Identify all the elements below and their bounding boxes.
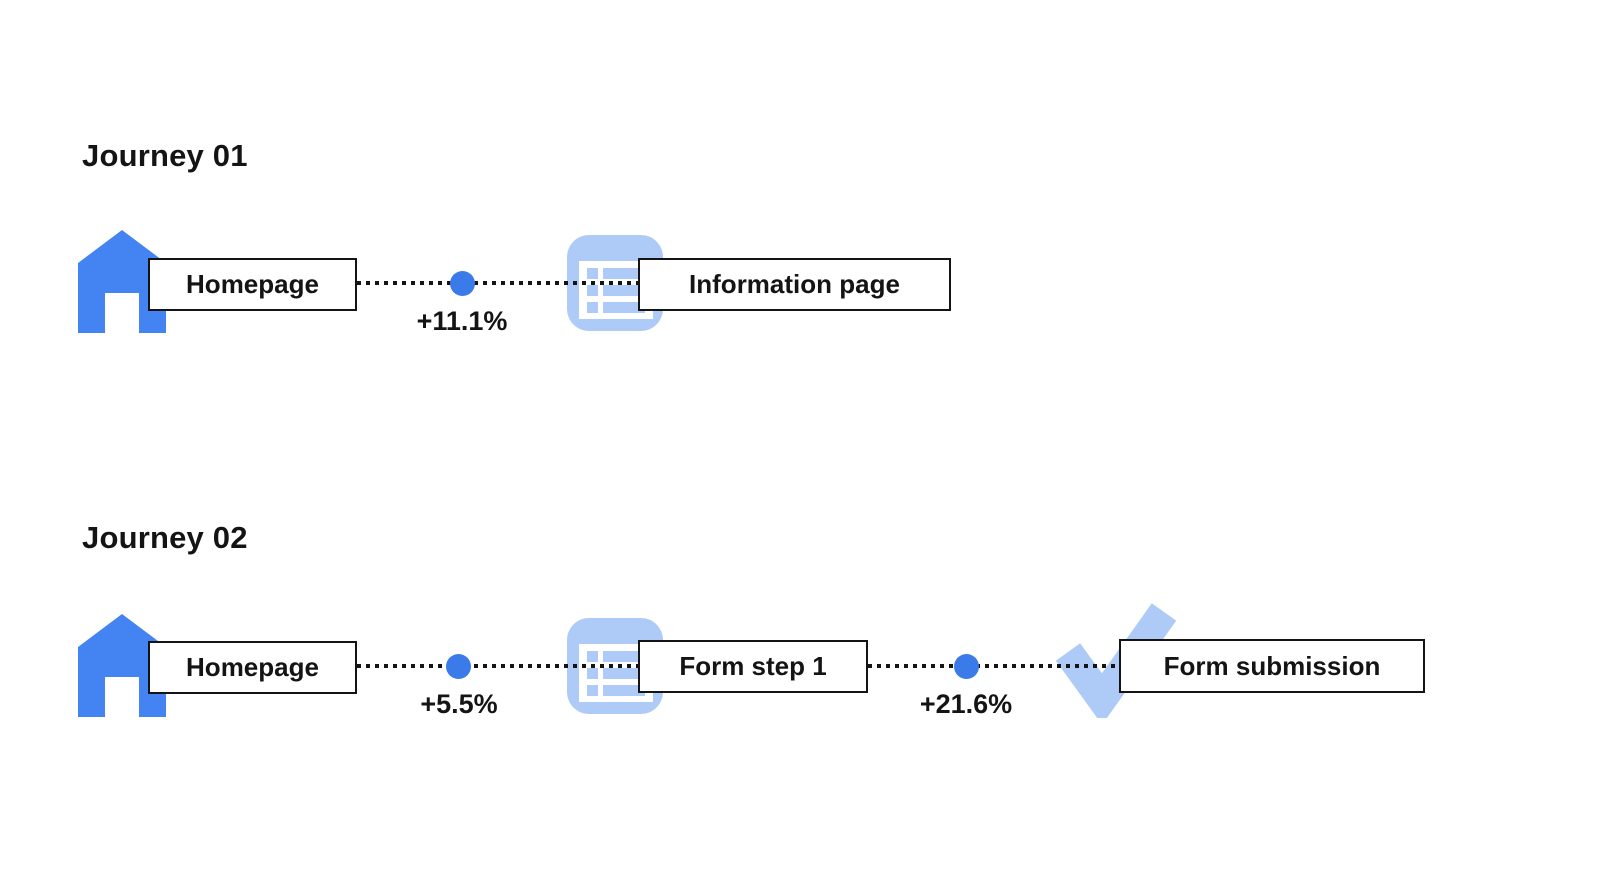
- node-box-homepage: Homepage: [148, 258, 357, 311]
- node-box-information-page: Information page: [638, 258, 951, 311]
- home-icon: [78, 614, 166, 717]
- list-row: [587, 267, 653, 279]
- node-box-form-step-1: Form step 1: [638, 640, 868, 693]
- journey-title: Journey 01: [82, 138, 248, 173]
- list-row: [587, 301, 653, 313]
- dotted-connector: [357, 281, 638, 285]
- node-label: Form step 1: [679, 651, 827, 681]
- transition-percent-label: +11.1%: [416, 306, 508, 336]
- node-box-homepage: Homepage: [148, 641, 357, 694]
- transition-percent-label: +21.6%: [919, 689, 1013, 719]
- node-box-form-submission: Form submission: [1119, 639, 1425, 693]
- list-row: [587, 667, 653, 679]
- list-row: [587, 684, 653, 696]
- transition-dot: [446, 654, 471, 679]
- node-label: Homepage: [186, 652, 319, 682]
- node-label: Form submission: [1163, 650, 1381, 681]
- journey-title: Journey 02: [82, 520, 248, 555]
- list-row: [587, 284, 653, 296]
- transition-percent-label: +5.5%: [420, 689, 498, 719]
- dotted-connector: [868, 664, 1119, 668]
- home-icon: [78, 230, 166, 333]
- node-label: Homepage: [186, 269, 319, 299]
- list-row: [587, 650, 653, 662]
- node-label: Information page: [689, 269, 900, 299]
- transition-dot: [450, 271, 475, 296]
- transition-dot: [954, 654, 979, 679]
- dotted-connector: [357, 664, 638, 668]
